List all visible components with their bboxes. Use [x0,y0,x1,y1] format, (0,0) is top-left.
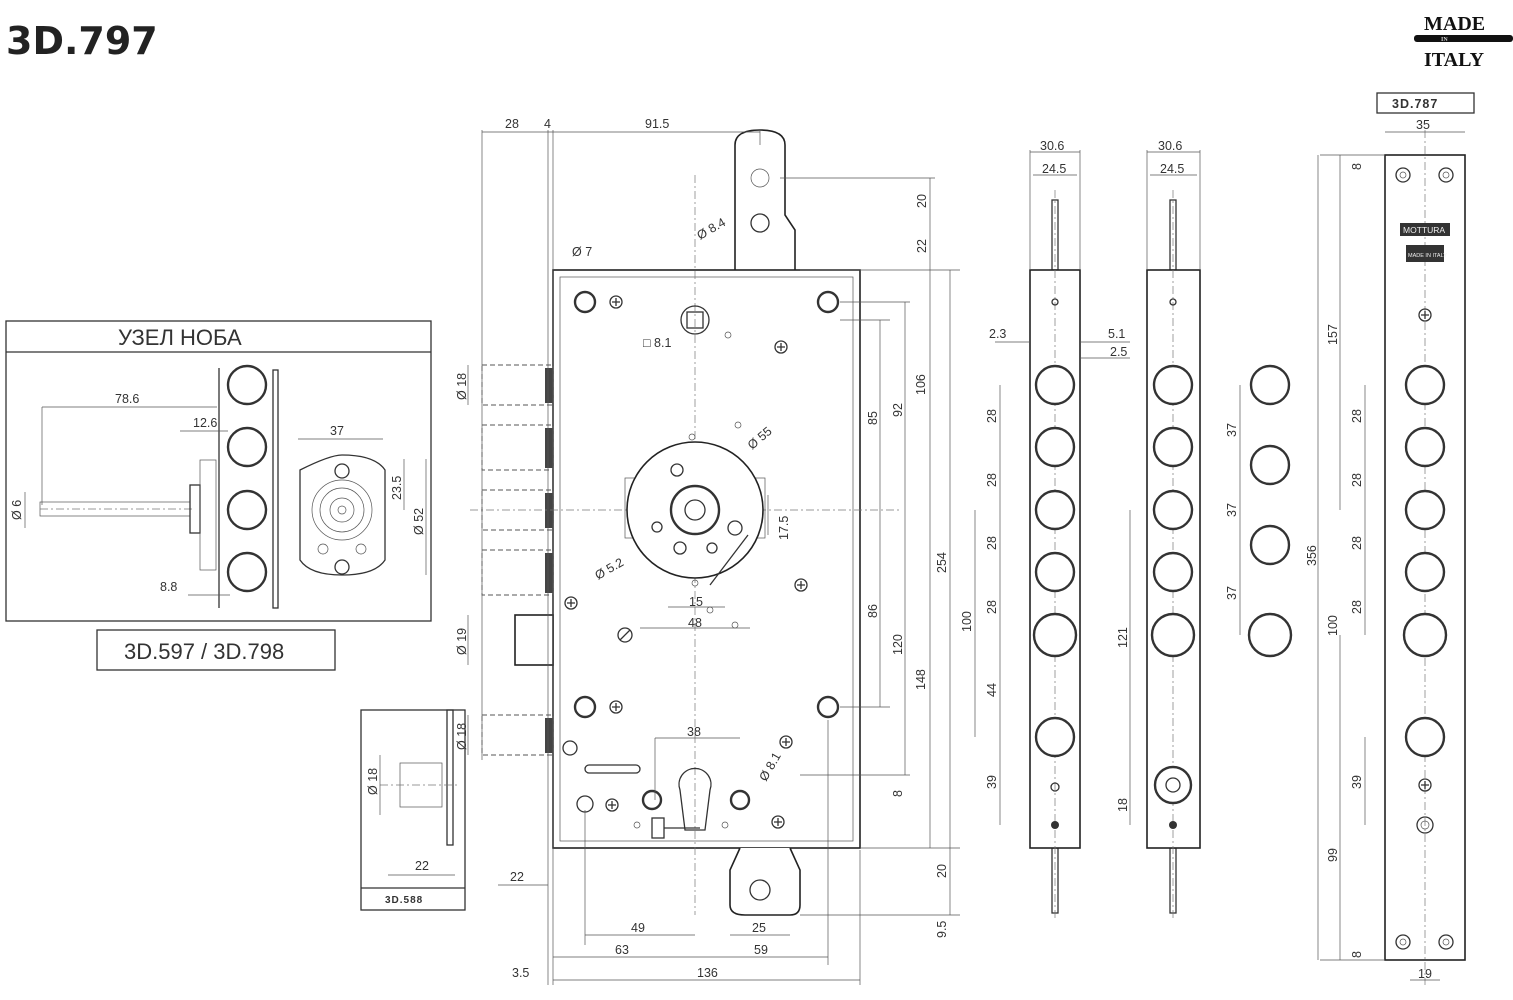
dimension-label: 121 [1116,627,1130,648]
cylinder-guard-inset: 3D.588 Ø 18 22 [360,709,466,911]
dimension-label: 100 [960,611,974,632]
dimension-label: 37 [1225,503,1239,517]
dimension-label: 39 [1350,775,1364,789]
bolts [481,364,554,756]
dimension-label: 30.6 [1158,139,1182,153]
dimension-label: 24.5 [1042,162,1066,176]
dimension-label: MADE IN ITALY [1408,253,1447,259]
dimension-label: 2.5 [1110,345,1127,359]
inset-caption-box [96,629,336,671]
dimension-label: 28 [1350,473,1364,487]
dimension-label: 28 [985,600,999,614]
dimension-label: 2.3 [989,327,1006,341]
rollers-drawing: 37 37 37 [1225,364,1293,658]
dimension-label: 356 [1305,545,1319,566]
dimension-label: □ 8.1 [643,336,671,350]
strike-plate-drawing: 3D.787 MOTTURA MADE IN ITALY 35 8 157 28… [1305,92,1475,985]
inset-caption: 3D.597 / 3D.798 [124,639,284,664]
dimension-label: 28 [985,536,999,550]
dimension-label: 8 [1350,951,1364,958]
dimension-label: 49 [631,921,645,935]
dimension-label: 8 [891,790,905,797]
dimension-label: 25 [752,921,766,935]
dimension-label: 28 [1350,536,1364,550]
made-in-italy-logo: MADE IN ITALY [1414,13,1513,71]
dimension-label: 8.8 [160,580,177,594]
dimension-label: 20 [915,194,929,208]
dimension-label: 99 [1326,848,1340,862]
dimension-label: 17.5 [777,516,791,540]
dimension-label: 20 [935,864,949,878]
dimension-label: 22 [510,870,524,884]
inset-title: УЗЕЛ НОБА [118,325,242,350]
product-title: 3D.797 [6,19,158,63]
strip-label: 3D.787 [1392,97,1438,111]
dimension-label: 100 [1326,615,1340,636]
dimension-label: 19 [1418,967,1432,981]
knob-assembly-inset: УЗЕЛ НОБА 78.6 12.6 8.8 Ø 6 [5,320,432,622]
dimension-label: 28 [505,117,519,131]
dimension-label: 3.5 [512,966,529,980]
dimension-label: 59 [754,943,768,957]
dimension-label: Ø 8.4 [695,215,729,242]
dimension-label: 48 [688,616,702,630]
dimension-label: 22 [915,239,929,253]
dimension-label: 254 [935,552,949,573]
dimension-label: 23.5 [390,476,404,500]
dimension-label: 92 [891,403,905,417]
dimension-label: 85 [866,411,880,425]
dimension-label: 24.5 [1160,162,1184,176]
dimension-label: 136 [697,966,718,980]
dimension-label: 22 [415,859,429,873]
dimension-label: IN [1441,37,1448,43]
lock-body-drawing: 28 4 91.5 Ø 7 Ø 8.4 20 22 □ 8.1 85 92 10… [455,117,960,985]
dimension-label: MOTTURA [1403,225,1445,235]
dimension-label: 44 [985,683,999,697]
rod-2-drawing: 30.6 24.5 121 18 [1116,139,1201,920]
dimension-label: 37 [1225,423,1239,437]
dimension-label: 106 [914,374,928,395]
dimension-label: 86 [866,604,880,618]
dimension-label: Ø 18 [455,373,469,400]
dimension-label: 28 [1350,600,1364,614]
dimension-label: ITALY [1424,49,1485,71]
dimension-label: 120 [891,634,905,655]
dimension-label: 37 [330,424,344,438]
dimension-label: 63 [615,943,629,957]
dimension-label: Ø 6 [10,500,24,520]
dimension-label: 35 [1416,118,1430,132]
dimension-label: 12.6 [193,416,217,430]
dimension-label: 3D.588 [385,895,423,906]
dimension-label: 18 [1116,798,1130,812]
dimension-label: 148 [914,669,928,690]
dimension-label: 38 [687,725,701,739]
dimension-label: 37 [1225,586,1239,600]
dimension-label: 28 [1350,409,1364,423]
dimension-label: Ø 52 [412,508,426,535]
dimension-label: 28 [985,473,999,487]
dimension-label: Ø 19 [455,628,469,655]
dimension-label: 157 [1326,324,1340,345]
dimension-label: 5.1 [1108,327,1125,341]
dimension-label: 78.6 [115,392,139,406]
dimension-label: 39 [985,775,999,789]
dimension-label: 8 [1350,163,1364,170]
dimension-label: 30.6 [1040,139,1064,153]
rod-1-drawing: 30.6 24.5 2.3 5.1 2.5 28 28 28 28 100 44… [960,139,1130,920]
dimension-label: 15 [689,595,703,609]
dimension-label: Ø 18 [455,723,469,750]
dimension-label: 91.5 [645,117,669,131]
dimension-label: Ø 7 [572,245,592,259]
dimension-label: MADE [1424,13,1485,35]
dimension-label: 9.5 [935,921,949,938]
inset-rollers [226,364,268,593]
dimension-label: 28 [985,409,999,423]
dimension-label: Ø 18 [366,768,380,795]
dimension-label: 4 [544,117,551,131]
